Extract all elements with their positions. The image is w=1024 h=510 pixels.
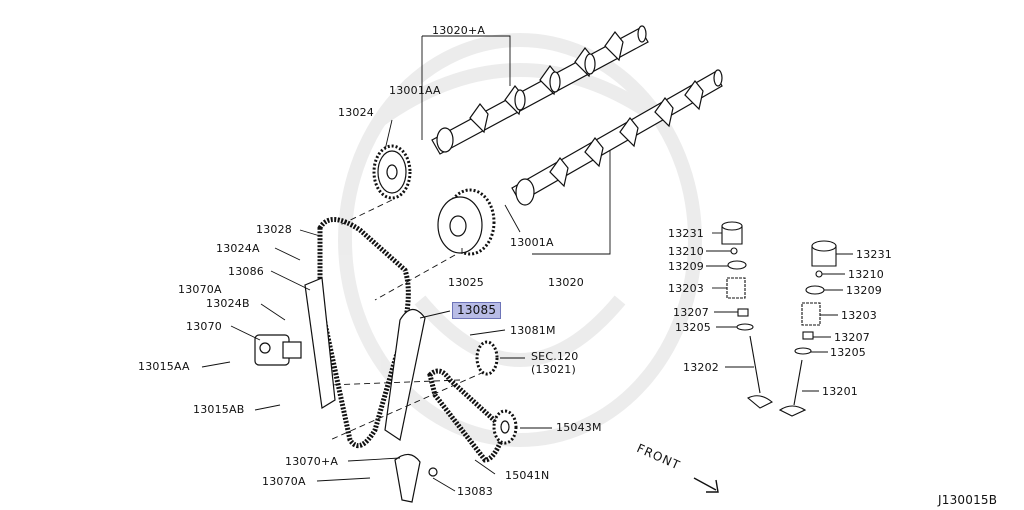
label-13081M[interactable]: 13081M [510,324,556,337]
label-13024B[interactable]: 13024B [206,297,250,310]
valve-timing-control-13025 [437,188,496,256]
timing-chain-13028 [317,217,411,449]
label-13202[interactable]: 13202 [683,361,719,374]
label-15041N[interactable]: 15041N [505,469,550,482]
label-13201[interactable]: 13201 [822,385,858,398]
label-13085-highlighted[interactable]: 13085 [452,302,502,319]
label-13015AB[interactable]: 13015AB [193,403,245,416]
label-13207-right[interactable]: 13207 [834,331,870,344]
label-13205-right[interactable]: 13205 [830,346,866,359]
label-13203-right[interactable]: 13203 [841,309,877,322]
intake-valve-group [721,221,773,409]
oil-pump-sprocket-15043M [492,409,518,445]
camshaft-sprocket-13024 [372,144,412,200]
label-13070[interactable]: 13070 [186,320,222,333]
label-13020-A[interactable]: 13020+A [432,24,486,37]
label-13231-right[interactable]: 13231 [856,248,892,261]
exhaust-valve-group [778,240,837,417]
label-13001A[interactable]: 13001A [510,236,554,249]
diagram-code: J130015B [938,493,998,507]
label-13070-plus-A[interactable]: 13070+A [285,455,339,468]
watermark-emblem [338,33,702,447]
label-13024[interactable]: 13024 [338,106,374,119]
label-13028[interactable]: 13028 [256,223,292,236]
label-13231-left[interactable]: 13231 [668,227,704,240]
exhaust-camshaft [511,69,723,206]
label-13001AA[interactable]: 13001AA [389,84,441,97]
label-13203-left[interactable]: 13203 [668,282,704,295]
oil-pump-chain-tensioner [394,453,438,503]
crankshaft-sprocket [475,340,499,376]
label-13083[interactable]: 13083 [457,485,493,498]
label-13025[interactable]: 13025 [448,276,484,289]
label-13205-left[interactable]: 13205 [675,321,711,334]
dashed-leader-lines [329,199,485,441]
label-13070A-lower[interactable]: 13070A [262,475,306,488]
front-arrow-icon [693,477,719,493]
label-13210-left[interactable]: 13210 [668,245,704,258]
label-13210-right[interactable]: 13210 [848,268,884,281]
intake-camshaft [431,25,649,155]
label-13024A[interactable]: 13024A [216,242,260,255]
label-sec120[interactable]: SEC.120 (13021) [531,350,579,376]
label-13015AA[interactable]: 13015AA [138,360,190,373]
label-13209-right[interactable]: 13209 [846,284,882,297]
intake-valve-leaders [706,232,754,368]
exhaust-valve-leaders [802,253,853,392]
label-13020[interactable]: 13020 [548,276,584,289]
label-13207-left[interactable]: 13207 [673,306,709,319]
label-13070A[interactable]: 13070A [178,283,222,296]
leader-lines [201,35,611,492]
chain-tensioner-13070 [254,334,302,366]
label-13209-left[interactable]: 13209 [668,260,704,273]
chain-guides [304,277,426,441]
label-13086[interactable]: 13086 [228,265,264,278]
label-15043M[interactable]: 15043M [556,421,602,434]
